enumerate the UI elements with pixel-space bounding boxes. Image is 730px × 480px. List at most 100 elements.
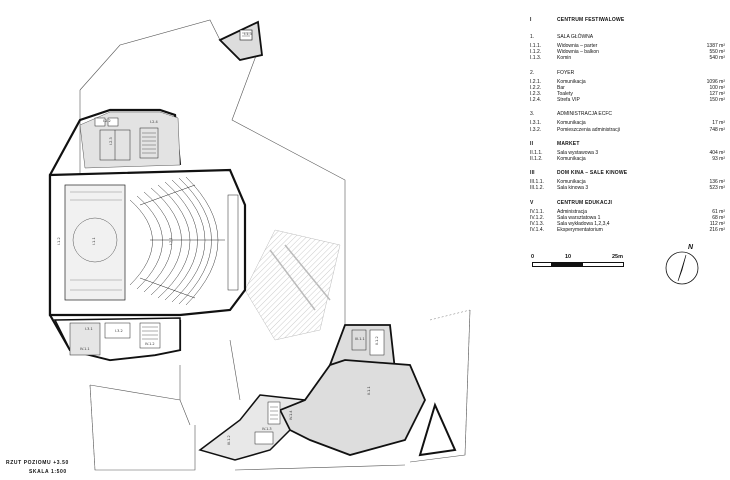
legend-row-code: IV.1.3. bbox=[530, 221, 544, 227]
legend-row-area: 127 m² bbox=[709, 91, 725, 97]
legend-row-label: Sala wykładowa 1,2,3,4 bbox=[557, 221, 610, 227]
legend-row-label: Komunikacja bbox=[557, 120, 586, 127]
plan-caption-scale: SKALA 1:500 bbox=[29, 469, 67, 475]
room-label: IV.1.2 bbox=[145, 342, 155, 346]
legend-row-area: 404 m² bbox=[709, 149, 725, 156]
legend-section-heading: II MARKET bbox=[530, 141, 728, 148]
legend-section-heading: III DOM KINA – SALE KINOWE bbox=[530, 170, 728, 177]
legend-row-area: 68 m² bbox=[712, 214, 725, 221]
room-label: I.2.1 bbox=[169, 237, 173, 245]
legend-row: II.1.1. Sala wystawowa 3 404 m² bbox=[530, 150, 728, 157]
legend-section-heading: 3. ADMINISTRACJA ECFC bbox=[530, 111, 728, 118]
legend-row-code: I.1.1. bbox=[530, 43, 542, 49]
legend-row-label: Komunikacja bbox=[557, 78, 586, 85]
room-label: I.2.3 bbox=[109, 137, 113, 145]
legend-row: I.2.1. Komunikacja 1096 m² bbox=[530, 79, 728, 86]
legend-section-code: I bbox=[530, 17, 532, 23]
legend-row-code: IV.1.2. bbox=[530, 214, 544, 221]
scale-tick-10: 10 bbox=[565, 254, 572, 260]
legend-row-code: IV.1.4. bbox=[530, 227, 544, 234]
legend-row-code: II.1.2. bbox=[530, 156, 543, 162]
legend-row-code: I.3.1. bbox=[530, 120, 542, 127]
legend-row-area: 540 m² bbox=[709, 55, 725, 62]
room-label: I.1.2 bbox=[57, 237, 61, 245]
legend-section-code: II bbox=[530, 140, 534, 147]
room-label: I.2.2 bbox=[103, 119, 111, 123]
legend-section-heading: I CENTRUM FESTIWALOWE bbox=[530, 17, 728, 24]
legend-section-title: CENTRUM EDUKACJI bbox=[557, 199, 613, 206]
legend-row-area: 1387 m² bbox=[706, 43, 725, 49]
compass-label: N bbox=[688, 244, 694, 251]
legend-row-area: 216 m² bbox=[709, 227, 725, 234]
legend-section-code: 3. bbox=[530, 111, 535, 118]
legend-row-code: I.3.2. bbox=[530, 126, 542, 133]
legend-row-area: 1096 m² bbox=[706, 78, 725, 85]
room-label: III.1.2 bbox=[227, 435, 231, 445]
legend-row-label: Toalety bbox=[557, 91, 573, 97]
legend-section-title: CENTRUM FESTIWALOWE bbox=[557, 17, 625, 23]
legend-section-title: ADMINISTRACJA ECFC bbox=[557, 111, 613, 118]
scale-bar-segment bbox=[532, 262, 552, 267]
plan-caption-level: RZUT POZIOMU +3.50 bbox=[6, 460, 69, 466]
legend-row: IV.1.2. Sala warsztatowa 1 68 m² bbox=[530, 215, 728, 222]
legend-row-label: Sala warsztatowa 1 bbox=[557, 214, 601, 221]
legend-row-label: Komunikacja bbox=[557, 179, 586, 186]
legend-row-label: Sala wystawowa 3 bbox=[557, 149, 599, 156]
legend-row: I.1.3. Komin 540 m² bbox=[530, 55, 728, 62]
legend-row-label: Komunikacja bbox=[557, 156, 586, 162]
legend-row-code: III.1.2. bbox=[530, 185, 544, 192]
room-label: III.1.1 bbox=[355, 337, 365, 341]
room-label: IV.1.1 bbox=[80, 347, 90, 351]
scale-bar-segment bbox=[552, 262, 582, 267]
main-auditorium bbox=[48, 168, 247, 317]
legend-row-code: II.1.1. bbox=[530, 149, 543, 156]
room-label: I.2.4 bbox=[150, 120, 158, 124]
legend-section-title: MARKET bbox=[557, 140, 580, 147]
legend-section-title: SALA GŁÓWNA bbox=[557, 34, 594, 40]
legend-section-code: 2. bbox=[530, 69, 535, 76]
legend-row-code: I.2.3. bbox=[530, 91, 542, 97]
room-label: IV.1.4 bbox=[289, 410, 293, 420]
legend-section-code: III bbox=[530, 170, 535, 177]
legend-section-title: DOM KINA – SALE KINOWE bbox=[557, 170, 628, 177]
legend-row-label: Komin bbox=[557, 55, 572, 62]
room-label: I.3.2 bbox=[115, 329, 123, 333]
room-label: IV.1.3 bbox=[262, 427, 272, 431]
legend-section-heading: 2.FOYER bbox=[530, 70, 728, 77]
north-compass-icon bbox=[665, 251, 699, 285]
room-label: I.3.1 bbox=[85, 327, 93, 331]
scale-tick-25: 25m bbox=[612, 254, 624, 260]
cinema-wing bbox=[198, 324, 426, 461]
legend-row-code: I.1.3. bbox=[530, 55, 542, 62]
legend-row-label: Widownia – balkon bbox=[557, 49, 599, 56]
legend-row-label: Strefa VIP bbox=[557, 97, 580, 104]
legend-section-code: 1. bbox=[530, 34, 535, 40]
lower-service-zone bbox=[53, 317, 181, 361]
floor-plan: I.1.2 I.1.1 I.2.1 I.2.2 I.2.3 I.2.4 I.3.… bbox=[48, 19, 471, 471]
scale-bar bbox=[532, 262, 624, 268]
legend-row-code: I.2.2. bbox=[530, 84, 542, 91]
legend-row-code: III.1.1. bbox=[530, 179, 544, 186]
room-label: II.1.2 bbox=[375, 336, 379, 345]
legend-row-code: I.2.1. bbox=[530, 78, 542, 85]
room-label: II.1.1 bbox=[367, 386, 371, 395]
legend-row-code: I.2.4. bbox=[530, 97, 542, 104]
legend-row-area: 550 m² bbox=[709, 49, 725, 56]
room-label: I.1.1 bbox=[92, 237, 96, 245]
legend-row-area: 112 m² bbox=[709, 221, 725, 227]
legend-row-area: 150 m² bbox=[709, 97, 725, 104]
legend-section-heading: 1. SALA GŁÓWNA bbox=[530, 34, 728, 41]
dashed-outline bbox=[89, 309, 471, 471]
